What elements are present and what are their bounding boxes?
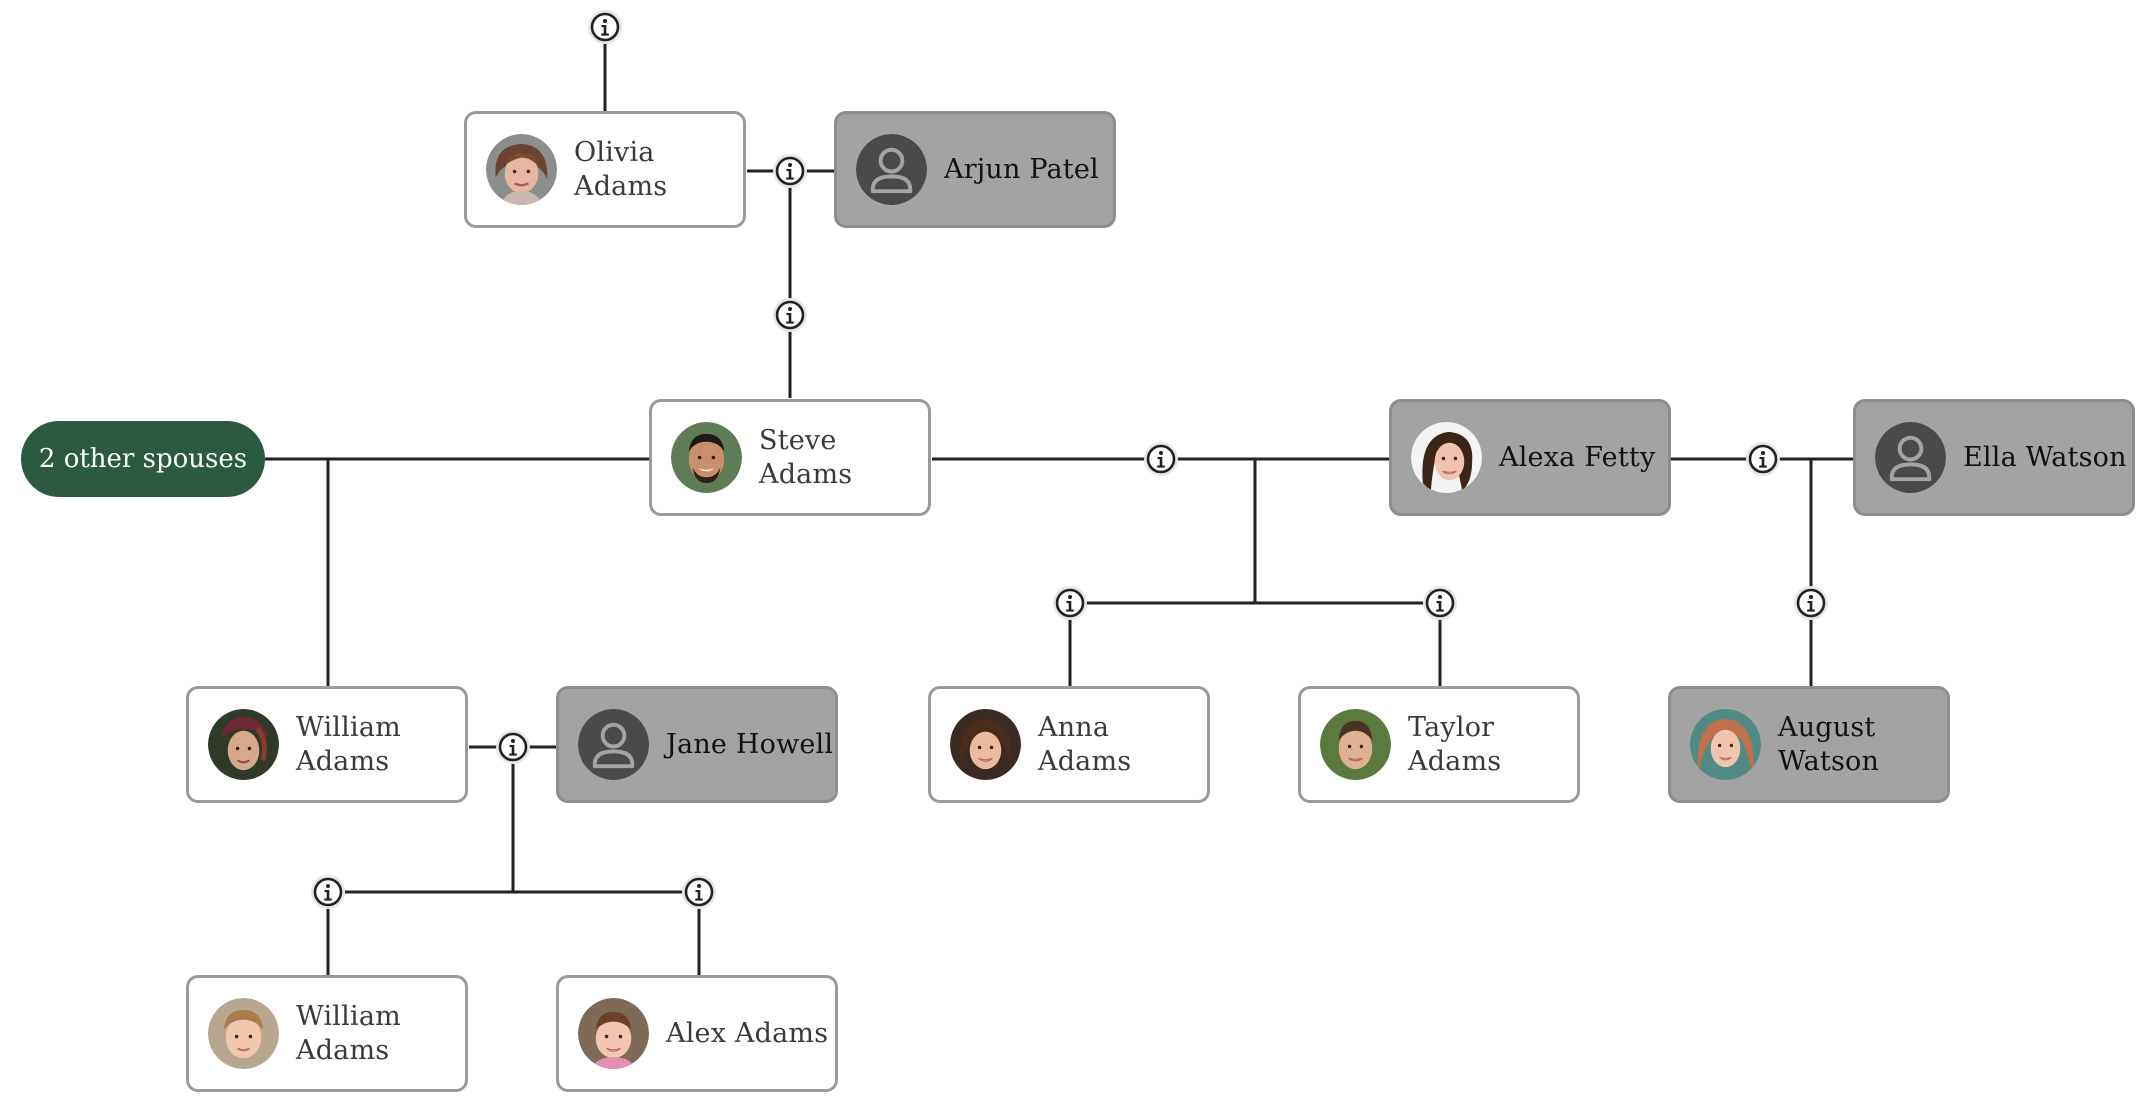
person-name: Olivia Adams — [574, 136, 668, 202]
person-name: William Adams — [296, 711, 401, 777]
person-name: Ella Watson — [1963, 441, 2127, 473]
person-card-william-adams-child[interactable]: William Adams — [186, 975, 468, 1092]
other-spouses-button[interactable]: 2 other spouses — [21, 421, 265, 497]
person-card-steve-adams[interactable]: Steve Adams — [649, 399, 931, 516]
person-name: Steve Adams — [759, 424, 853, 490]
person-card-jane-howell[interactable]: Jane Howell — [556, 686, 838, 803]
avatar — [208, 998, 279, 1069]
person-silhouette-icon — [856, 134, 927, 205]
info-icon[interactable] — [1142, 440, 1180, 478]
info-icon[interactable] — [586, 8, 624, 46]
avatar — [578, 998, 649, 1069]
info-icon[interactable] — [309, 873, 347, 911]
person-name: August Watson — [1778, 711, 1880, 777]
person-name: Anna Adams — [1038, 711, 1132, 777]
info-icon[interactable] — [1051, 584, 1089, 622]
avatar — [1411, 422, 1482, 493]
avatar — [950, 709, 1021, 780]
person-card-taylor-adams[interactable]: Taylor Adams — [1298, 686, 1580, 803]
person-card-august-watson[interactable]: August Watson — [1668, 686, 1950, 803]
info-icon[interactable] — [771, 152, 809, 190]
person-name: Jane Howell — [666, 728, 834, 760]
info-icon[interactable] — [771, 296, 809, 334]
person-card-william-adams[interactable]: William Adams — [186, 686, 468, 803]
info-icon[interactable] — [1744, 440, 1782, 478]
person-name: William Adams — [296, 1000, 401, 1066]
person-card-olivia-adams[interactable]: Olivia Adams — [464, 111, 746, 228]
info-icon[interactable] — [1421, 584, 1459, 622]
avatar — [208, 709, 279, 780]
person-card-alexa-fetty[interactable]: Alexa Fetty — [1389, 399, 1671, 516]
person-silhouette-icon — [1875, 422, 1946, 493]
avatar — [1320, 709, 1391, 780]
person-card-anna-adams[interactable]: Anna Adams — [928, 686, 1210, 803]
info-icon[interactable] — [494, 728, 532, 766]
avatar — [486, 134, 557, 205]
person-name: Taylor Adams — [1408, 711, 1502, 777]
avatar — [671, 422, 742, 493]
person-name: Alexa Fetty — [1499, 441, 1656, 473]
person-card-arjun-patel[interactable]: Arjun Patel — [834, 111, 1116, 228]
info-icon[interactable] — [1792, 584, 1830, 622]
avatar — [1690, 709, 1761, 780]
person-name: Arjun Patel — [944, 153, 1099, 185]
person-card-alex-adams[interactable]: Alex Adams — [556, 975, 838, 1092]
info-icon[interactable] — [680, 873, 718, 911]
person-card-ella-watson[interactable]: Ella Watson — [1853, 399, 2135, 516]
person-name: Alex Adams — [666, 1017, 829, 1049]
person-silhouette-icon — [578, 709, 649, 780]
